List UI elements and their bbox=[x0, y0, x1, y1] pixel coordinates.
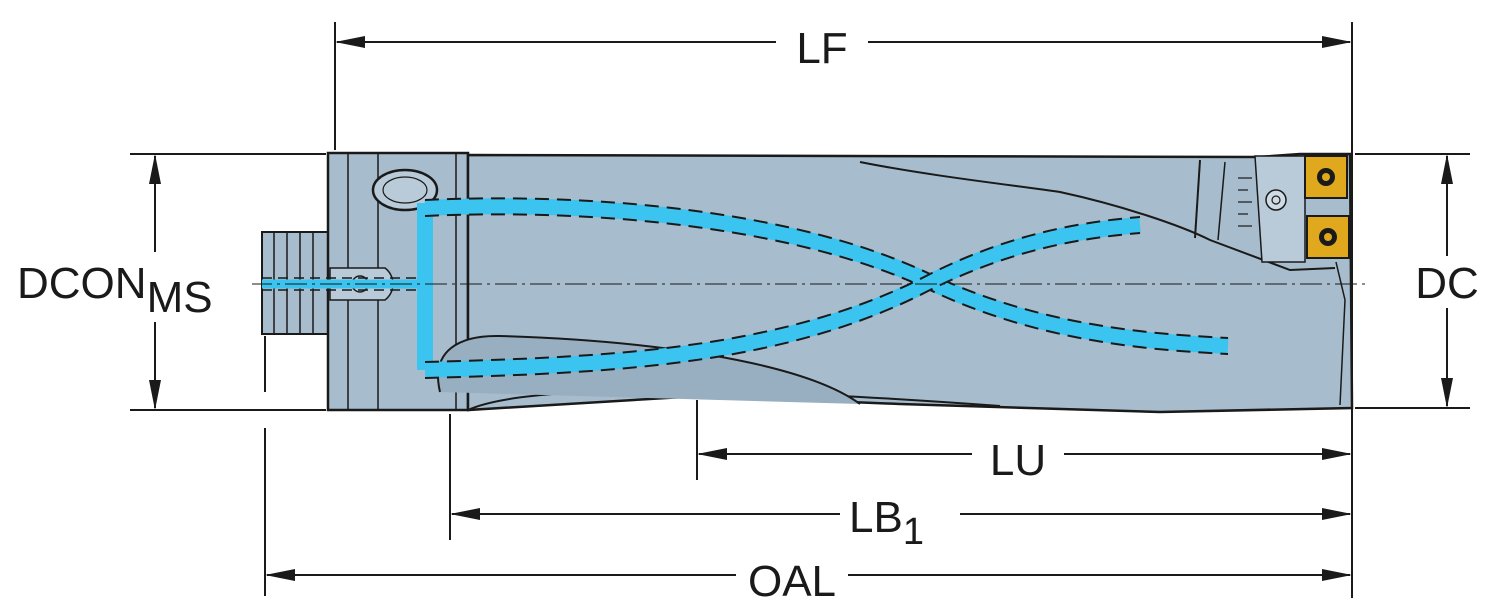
coolant-port bbox=[371, 168, 439, 212]
dc-label: DC bbox=[1415, 259, 1479, 308]
coolant-channels bbox=[262, 197, 1229, 379]
lu-label: LU bbox=[990, 436, 1046, 485]
dcon-label: DCONMS bbox=[17, 259, 213, 322]
dcon-label-subscript: MS bbox=[147, 273, 213, 322]
lf-label: LF bbox=[796, 24, 847, 73]
lb-label-main: LB bbox=[849, 493, 903, 542]
lb-label: LB1 bbox=[849, 493, 924, 553]
dcon-label-main: DCON bbox=[17, 259, 147, 308]
extension-lines bbox=[130, 22, 1470, 598]
cutting-insert-central bbox=[1306, 215, 1350, 259]
cutting-insert-peripheral bbox=[1304, 155, 1348, 199]
oal-label: OAL bbox=[748, 557, 836, 606]
lb-label-subscript: 1 bbox=[903, 511, 924, 553]
insert-screw bbox=[1265, 189, 1287, 211]
